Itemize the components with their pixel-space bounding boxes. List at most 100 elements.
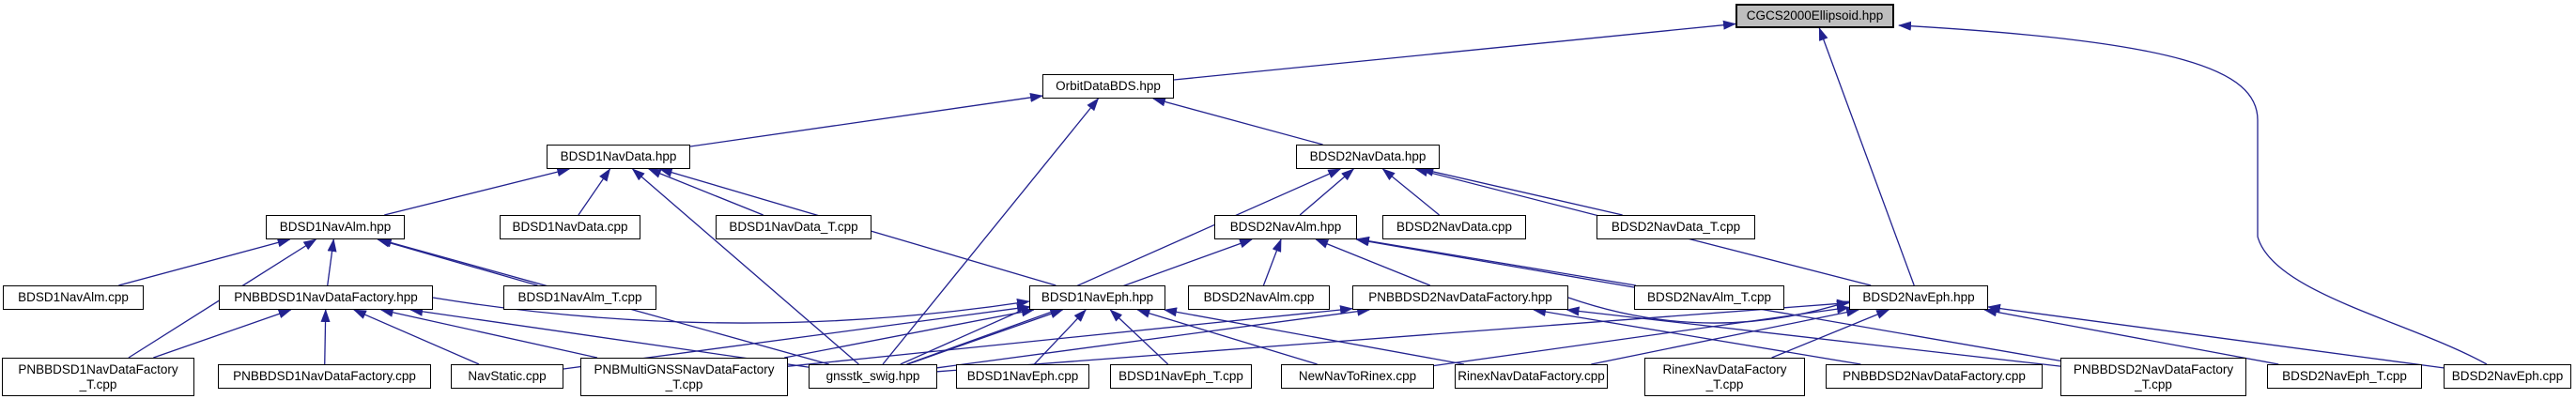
- graph-node-bdsd1navalm-cpp[interactable]: BDSD1NavAlm.cpp: [3, 285, 144, 310]
- edge-d1data_t-to-d1data_hpp: [647, 168, 764, 216]
- edge-rinexfac-to-d1eph_hpp: [1164, 307, 1465, 365]
- graph-node-label: PNBBDSD1NavDataFactory.cpp: [233, 369, 416, 383]
- edge-orbit-to-cgcs: [1173, 20, 1736, 81]
- edge-d1data_hpp-to-orbit: [689, 92, 1043, 147]
- edge-pnb1_cpp-to-pnb1_hpp: [320, 309, 331, 365]
- graph-node-pnbbdsd2navdatafactory-t-cpp[interactable]: PNBBDSD2NavDataFactory_T.cpp: [2060, 358, 2246, 396]
- graph-node-label: BDSD2NavData_T.cpp: [1611, 220, 1741, 234]
- edge-swig-to-pnb1_hpp: [409, 306, 810, 368]
- graph-node-label: BDSD1NavAlm.cpp: [18, 290, 129, 304]
- graph-node-label: PNBBDSD2NavDataFactory.hpp: [1368, 290, 1552, 304]
- graph-node-bdsd1navalm-hpp[interactable]: BDSD1NavAlm.hpp: [266, 215, 405, 239]
- edge-d1alm_cpp-to-d1alm_hpp: [118, 238, 291, 286]
- edge-pnbmulti_t-to-d1eph_hpp: [784, 307, 1035, 359]
- graph-node-pnbmultignssnavdatafactory-t-cpp[interactable]: PNBMultiGNSSNavDataFactory_T.cpp: [580, 358, 788, 396]
- graph-node-label: NewNavToRinex.cpp: [1298, 369, 1417, 383]
- graph-node-bdsd2naveph-cpp[interactable]: BDSD2NavEph.cpp: [2444, 364, 2571, 389]
- edge-d2alm_cpp-to-d2alm_hpp: [1262, 238, 1282, 286]
- edge-d2eph_cpp-to-d2eph_hpp: [1987, 303, 2445, 369]
- graph-node-label: PNBBDSD1NavDataFactory: [18, 361, 178, 376]
- graph-node-bdsd1navalm-t-cpp[interactable]: BDSD1NavAlm_T.cpp: [503, 285, 656, 310]
- graph-node-label: BDSD2NavAlm_T.cpp: [1646, 290, 1772, 304]
- graph-node-label: BDSD2NavData.cpp: [1396, 220, 1513, 234]
- graph-node-bdsd2navalm-hpp[interactable]: BDSD2NavAlm.hpp: [1214, 215, 1357, 239]
- graph-node-label: _T.cpp: [665, 376, 703, 391]
- edge-d1alm_hpp-to-d1data_hpp: [384, 167, 571, 216]
- edge-d2eph_hpp-to-cgcs: [1818, 27, 1915, 286]
- graph-node-pnbbdsd1navdatafactory-t-cpp[interactable]: PNBBDSD1NavDataFactory_T.cpp: [2, 358, 194, 396]
- graph-node-label: BDSD1NavAlm_T.cpp: [517, 290, 642, 304]
- graph-node-navstatic-cpp[interactable]: NavStatic.cpp: [451, 364, 563, 389]
- graph-node-label: gnsstk_swig.hpp: [825, 369, 920, 383]
- edge-d2data_hpp-to-orbit: [1151, 97, 1323, 146]
- edge-swig-to-orbit: [882, 98, 1100, 365]
- edge-navstatic-to-pnb1_hpp: [352, 309, 480, 365]
- edge-pnb1_t-to-pnb1_hpp: [153, 309, 292, 359]
- graph-node-label: CGCS2000Ellipsoid.hpp: [1746, 8, 1884, 23]
- graph-node-pnbbdsd2navdatafactory-cpp[interactable]: PNBBDSD2NavDataFactory.cpp: [1826, 364, 2043, 389]
- edge-swig-to-d2eph_hpp: [936, 299, 1850, 373]
- edge-rinexfac-to-d2eph_hpp: [1591, 307, 1860, 365]
- graph-node-label: BDSD1NavEph.cpp: [966, 369, 1079, 383]
- edge-d2eph_t-to-d2eph_hpp: [1983, 307, 2279, 365]
- graph-node-bdsd1naveph-cpp[interactable]: BDSD1NavEph.cpp: [956, 364, 1089, 389]
- edge-d1alm_t-to-d1alm_hpp: [377, 238, 538, 286]
- graph-node-bdsd1navdata-cpp[interactable]: BDSD1NavData.cpp: [500, 215, 640, 239]
- edge-pnb2_cpp-to-pnb2_hpp: [1533, 307, 1861, 365]
- graph-node-label: BDSD2NavAlm.cpp: [1203, 290, 1315, 304]
- graph-node-label: BDSD1NavEph_T.cpp: [1118, 369, 1243, 383]
- graph-node-label: PNBBDSD2NavDataFactory: [2073, 361, 2234, 376]
- graph-node-orbitdatabds-hpp[interactable]: OrbitDataBDS.hpp: [1042, 74, 1174, 99]
- edge-swig-to-d2data_hpp: [900, 168, 1342, 365]
- graph-node-label: BDSD2NavAlm.hpp: [1229, 220, 1342, 234]
- graph-node-bdsd2navdata-hpp[interactable]: BDSD2NavData.hpp: [1296, 145, 1440, 169]
- edge-swig-to-d1eph_hpp: [907, 309, 1064, 365]
- graph-node-bdsd1naveph-t-cpp[interactable]: BDSD1NavEph_T.cpp: [1110, 364, 1252, 389]
- edge-pnb2_t-to-pnb2_hpp: [1566, 306, 2061, 367]
- graph-node-label: BDSD2NavEph.cpp: [2451, 369, 2564, 383]
- graph-node-label: NavStatic.cpp: [468, 369, 547, 383]
- graph-node-label: BDSD1NavAlm.hpp: [279, 220, 392, 234]
- graph-node-bdsd2navdata-cpp[interactable]: BDSD2NavData.cpp: [1382, 215, 1526, 239]
- graph-node-label: BDSD1NavData_T.cpp: [729, 220, 858, 234]
- graph-node-pnbbdsd2navdatafactory-hpp[interactable]: PNBBDSD2NavDataFactory.hpp: [1352, 285, 1568, 310]
- graph-node-bdsd2naveph-t-cpp[interactable]: BDSD2NavEph_T.cpp: [2267, 364, 2422, 389]
- edge-d1data_cpp-to-d1data_hpp: [578, 168, 611, 216]
- edge-d2alm_hpp-to-d2data_hpp: [1299, 168, 1355, 216]
- edge-pnb2_hpp-to-d2eph_hpp: [1567, 297, 1850, 324]
- graph-node-label: OrbitDataBDS.hpp: [1056, 79, 1161, 93]
- graph-node-label: PNBMultiGNSSNavDataFactory: [594, 361, 775, 376]
- edge-d2eph_cpp-to-cgcs: [1898, 21, 2488, 365]
- edge-swig-to-d1data_hpp: [631, 168, 859, 365]
- graph-node-bdsd2navalm-t-cpp[interactable]: BDSD2NavAlm_T.cpp: [1634, 285, 1784, 310]
- edge-d2data_t-to-d2data_hpp: [1420, 167, 1623, 216]
- graph-node-rinexnavdatafactory-cpp[interactable]: RinexNavDataFactory.cpp: [1455, 364, 1608, 389]
- graph-node-gnsstk-swig-hpp[interactable]: gnsstk_swig.hpp: [809, 364, 937, 389]
- graph-node-bdsd1navdata-hpp[interactable]: BDSD1NavData.hpp: [547, 145, 690, 169]
- edge-pnbmulti_t-to-pnb1_hpp: [379, 307, 598, 359]
- edge-d2alm_t-to-d2alm_hpp: [1356, 236, 1636, 286]
- edge-rinexfac_t-to-d2eph_hpp: [1771, 309, 1890, 359]
- graph-node-bdsd1naveph-hpp[interactable]: BDSD1NavEph.hpp: [1029, 285, 1165, 310]
- edge-d1eph_cpp-to-d1eph_hpp: [1033, 309, 1087, 365]
- graph-node-pnbbdsd1navdatafactory-cpp[interactable]: PNBBDSD1NavDataFactory.cpp: [218, 364, 431, 389]
- graph-node-newnavtorinex-cpp[interactable]: NewNavToRinex.cpp: [1281, 364, 1434, 389]
- graph-node-label: _T.cpp: [1705, 376, 1744, 391]
- graph-node-bdsd2naveph-hpp[interactable]: BDSD2NavEph.hpp: [1849, 285, 1988, 310]
- graph-node-label: BDSD1NavData.cpp: [512, 220, 628, 234]
- graph-node-bdsd2navdata-t-cpp[interactable]: BDSD2NavData_T.cpp: [1597, 215, 1755, 239]
- graph-node-bdsd1navdata-t-cpp[interactable]: BDSD1NavData_T.cpp: [716, 215, 872, 239]
- edge-newnav-to-d1eph_hpp: [1136, 308, 1318, 365]
- graph-node-pnbbdsd1navdatafactory-hpp[interactable]: PNBBDSD1NavDataFactory.hpp: [219, 285, 433, 310]
- graph-node-label: RinexNavDataFactory.cpp: [1458, 369, 1605, 383]
- graph-node-cgcs2000ellipsoid-hpp: CGCS2000Ellipsoid.hpp: [1735, 4, 1894, 28]
- graph-node-bdsd2navalm-cpp[interactable]: BDSD2NavAlm.cpp: [1188, 285, 1330, 310]
- graph-node-rinexnavdatafactory-t-cpp[interactable]: RinexNavDataFactory_T.cpp: [1644, 358, 1805, 396]
- edge-pnb2_hpp-to-d2alm_hpp: [1315, 238, 1431, 286]
- graph-node-label: _T.cpp: [2135, 376, 2172, 391]
- graph-node-label: PNBBDSD1NavDataFactory.hpp: [234, 290, 418, 304]
- graph-node-label: BDSD2NavEph_T.cpp: [2282, 369, 2407, 383]
- graph-node-label: BDSD2NavData.hpp: [1309, 149, 1427, 163]
